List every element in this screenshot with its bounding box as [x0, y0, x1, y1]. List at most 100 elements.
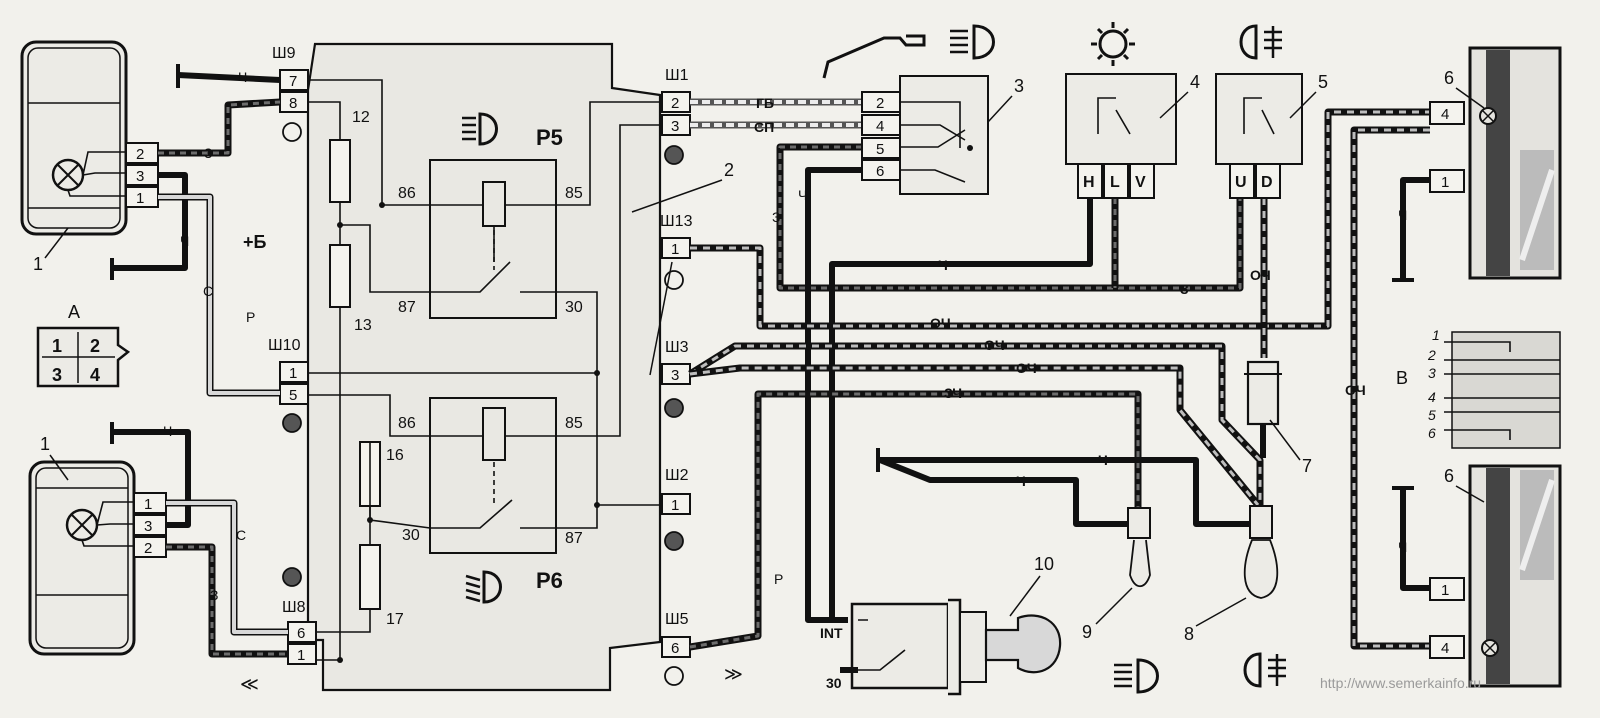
rear-bottom-pin-1: 1: [1441, 582, 1449, 599]
ignition-int-label: INT: [820, 625, 843, 641]
view-b-pin-3: 3: [1428, 365, 1436, 381]
callout-9: 9: [1082, 622, 1092, 642]
sh10-pin-1: 1: [289, 365, 297, 382]
fuse-17: [359, 544, 381, 610]
view-a-pin-2: 2: [90, 336, 100, 356]
wire-code-och-2: ОЧ: [1345, 382, 1366, 398]
wire-code-ch-2: Ч: [180, 233, 189, 249]
hl-top-pin-1: 1: [136, 190, 144, 207]
wire-arrow-right: ≫: [724, 664, 743, 684]
high-beam-icon: [462, 112, 498, 146]
hl-bottom-pin-2: 2: [144, 540, 152, 557]
view-b-pin-4: 4: [1428, 389, 1436, 405]
wire-code-z-3: З: [772, 209, 780, 225]
sh1-pin-3: 3: [671, 118, 679, 135]
relay-p6-box: [429, 397, 557, 554]
connector-sh1-label: Ш1: [665, 67, 689, 84]
connector-view-b: [1451, 331, 1561, 449]
rear-fog-icon-bottom: [1243, 652, 1286, 688]
sh8-pin-1: 1: [297, 647, 305, 664]
hl-bottom-pin-3: 3: [144, 518, 152, 535]
switch5-pin-d: D: [1261, 174, 1273, 191]
rear-fog-icon: [1239, 24, 1282, 60]
switch4-pin-v: V: [1135, 174, 1146, 191]
callout-1-bottom: 1: [40, 434, 50, 454]
switch4-pin-h: H: [1083, 174, 1095, 191]
column-switch-3: [899, 75, 989, 195]
fuse-13: [329, 244, 351, 308]
sh13-pin-1: 1: [671, 241, 679, 258]
sw3-pin-4: 4: [876, 118, 884, 135]
connector-sh10-label: Ш10: [268, 337, 301, 354]
relay-p5-label: Р5: [536, 125, 563, 150]
wire-code-s-2: С: [236, 527, 246, 543]
sh10-pin-5: 5: [289, 387, 297, 404]
wire-code-sp: СП: [754, 119, 774, 135]
fuse-12: [329, 139, 351, 203]
sun-light-icon: [1091, 22, 1135, 66]
view-a-pin-4: 4: [90, 365, 100, 385]
callout-6-top: 6: [1444, 68, 1454, 88]
hl-top-pin-2: 2: [136, 146, 144, 163]
relay-p5-box: [429, 159, 557, 319]
fog-switch-5: [1215, 73, 1303, 165]
callout-8: 8: [1184, 624, 1194, 644]
relay-p5-pin-86: 86: [398, 185, 416, 202]
wire-code-och-3: ОЧ: [984, 337, 1005, 353]
wire-code-r-2: Р: [774, 571, 783, 587]
rear-top-pin-1: 1: [1441, 174, 1449, 191]
fuse-16-label: 16: [386, 447, 404, 464]
sw3-pin-6: 6: [876, 163, 884, 180]
plus-b-label: +Б: [243, 232, 267, 252]
relay-p6-coil: [482, 407, 506, 461]
sh3-pin-3: 3: [671, 367, 679, 384]
relay-p6-pin-85: 85: [565, 415, 583, 432]
callout-10: 10: [1034, 554, 1054, 574]
callout-6-bottom: 6: [1444, 466, 1454, 486]
view-a-label: А: [68, 302, 80, 322]
sw3-pin-2: 2: [876, 95, 884, 112]
relay-p6-label: Р6: [536, 568, 563, 593]
wire-code-och-4: ОЧ: [1016, 360, 1037, 376]
relay-p6-pin-30: 30: [402, 527, 420, 544]
view-b-pin-1: 1: [1432, 327, 1440, 343]
ignition-key-icon: [984, 614, 1062, 674]
connector-sh5-label: Ш5: [665, 611, 689, 628]
switch4-pin-l: L: [1110, 174, 1120, 191]
sh2-pin-1: 1: [671, 497, 679, 514]
column-switch-stalk: [822, 34, 926, 79]
relay-p6-pin-86: 86: [398, 415, 416, 432]
wire-code-och-5: ОЧ: [1250, 267, 1271, 283]
relay-p5-pin-30: 30: [565, 299, 583, 316]
lamp-8: [1243, 539, 1279, 599]
callout-7: 7: [1302, 456, 1312, 476]
hl-bottom-pin-1: 1: [144, 496, 152, 513]
wire-code-z-4: З: [1180, 281, 1189, 297]
relay-p6-pin-87: 87: [565, 530, 583, 547]
low-beam-icon: [465, 570, 502, 604]
relay-p5-pin-85: 85: [565, 185, 583, 202]
sh5-pin-6: 6: [671, 640, 679, 657]
ignition-30-label: 30: [826, 675, 842, 691]
wire-code-ch-8: Ч: [1398, 207, 1407, 223]
fuse-13-label: 13: [354, 317, 372, 334]
wire-code-ch-7: Ч: [1016, 473, 1026, 489]
view-b-label: В: [1396, 368, 1408, 388]
sw3-pin-5: 5: [876, 141, 884, 158]
lamp-9: [1129, 539, 1151, 588]
wire-code-ch-9: Ч: [1398, 539, 1407, 555]
wire-code-ch-1: Ч: [238, 69, 247, 85]
connector-sh13-label: Ш13: [660, 213, 693, 230]
wire-code-z-1: З: [204, 145, 212, 161]
view-b-pin-5: 5: [1428, 407, 1436, 423]
callout-5: 5: [1318, 72, 1328, 92]
rear-bottom-pin-4: 4: [1441, 640, 1449, 657]
connector-sh3-label: Ш3: [665, 339, 689, 356]
rear-top-pin-4: 4: [1441, 106, 1449, 123]
view-b-pin-2: 2: [1427, 347, 1436, 363]
wire-code-zch: ЗЧ: [944, 385, 962, 401]
watermark: http://www.semerkainfo.ru: [1320, 675, 1481, 691]
view-a-pin-1: 1: [52, 336, 62, 356]
